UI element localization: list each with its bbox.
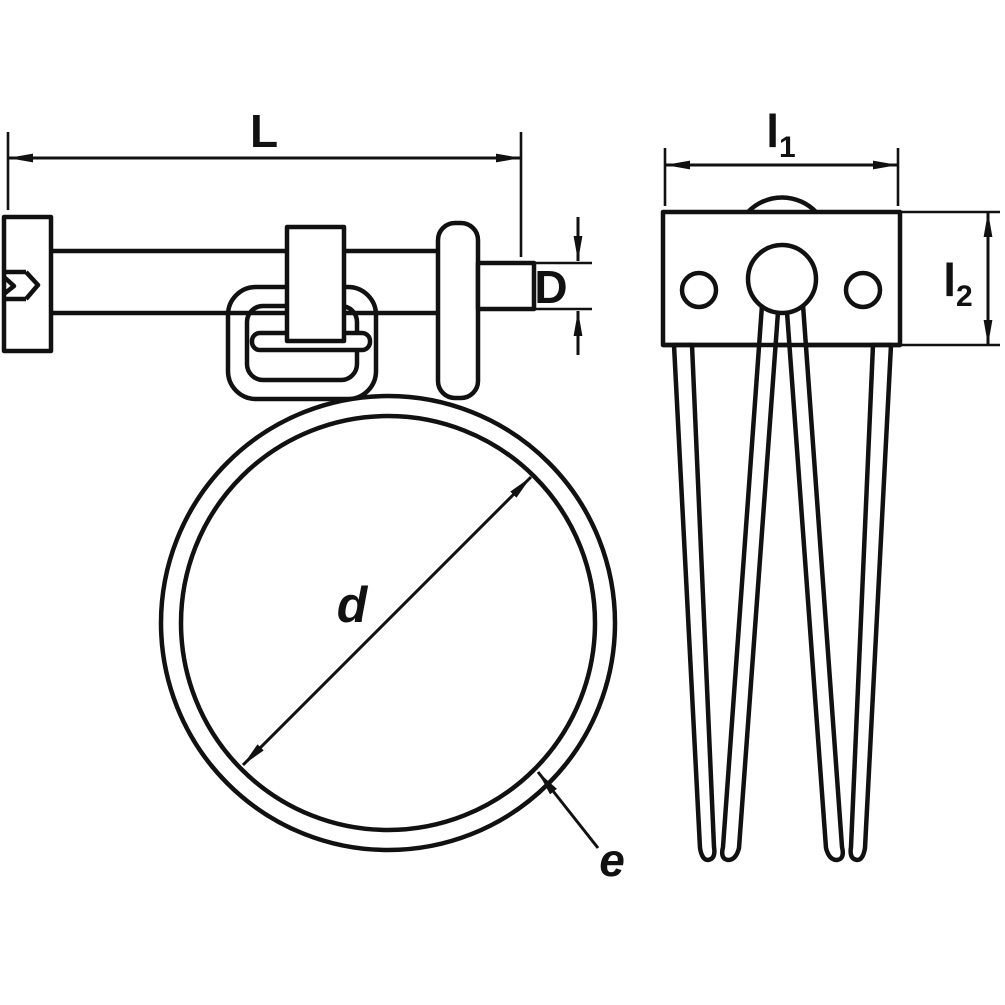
screw-head-chevron xyxy=(24,270,41,301)
tension-nut xyxy=(284,224,347,344)
dim-label-l2: l2 xyxy=(943,254,972,313)
dim-d-line xyxy=(241,475,533,767)
hook-bracket xyxy=(435,220,481,401)
dim-label-d: d xyxy=(337,577,369,633)
side-view: l1 l2 xyxy=(660,105,1000,863)
screw-head-notch xyxy=(2,275,17,296)
leg-outer-right xyxy=(848,342,894,863)
screw-head-slot xyxy=(4,269,26,302)
dim-label-l1-base: l xyxy=(766,105,779,157)
rivet-hole-right xyxy=(843,270,883,310)
leg-outer-left xyxy=(671,342,717,863)
front-view: L D d e xyxy=(1,105,625,886)
dim-label-l2-base: l xyxy=(943,254,956,306)
ring-outer-circle xyxy=(158,393,618,853)
wire-loop-circle xyxy=(745,242,819,316)
leg-inner-right xyxy=(784,302,846,863)
ring-inner-circle xyxy=(178,413,598,833)
leg-inner-left xyxy=(719,302,781,863)
dim-label-D: D xyxy=(534,261,567,313)
rivet-hole-left xyxy=(679,270,719,310)
dim-e-leader xyxy=(536,771,600,849)
dim-label-l2-sub: 2 xyxy=(956,280,973,313)
dim-label-l1: l1 xyxy=(766,105,795,164)
screw-tip xyxy=(475,260,537,312)
plate-wire-bump xyxy=(746,195,818,214)
dim-label-L: L xyxy=(250,105,278,157)
dim-label-e: e xyxy=(599,834,625,886)
dim-label-l1-sub: 1 xyxy=(779,131,796,164)
